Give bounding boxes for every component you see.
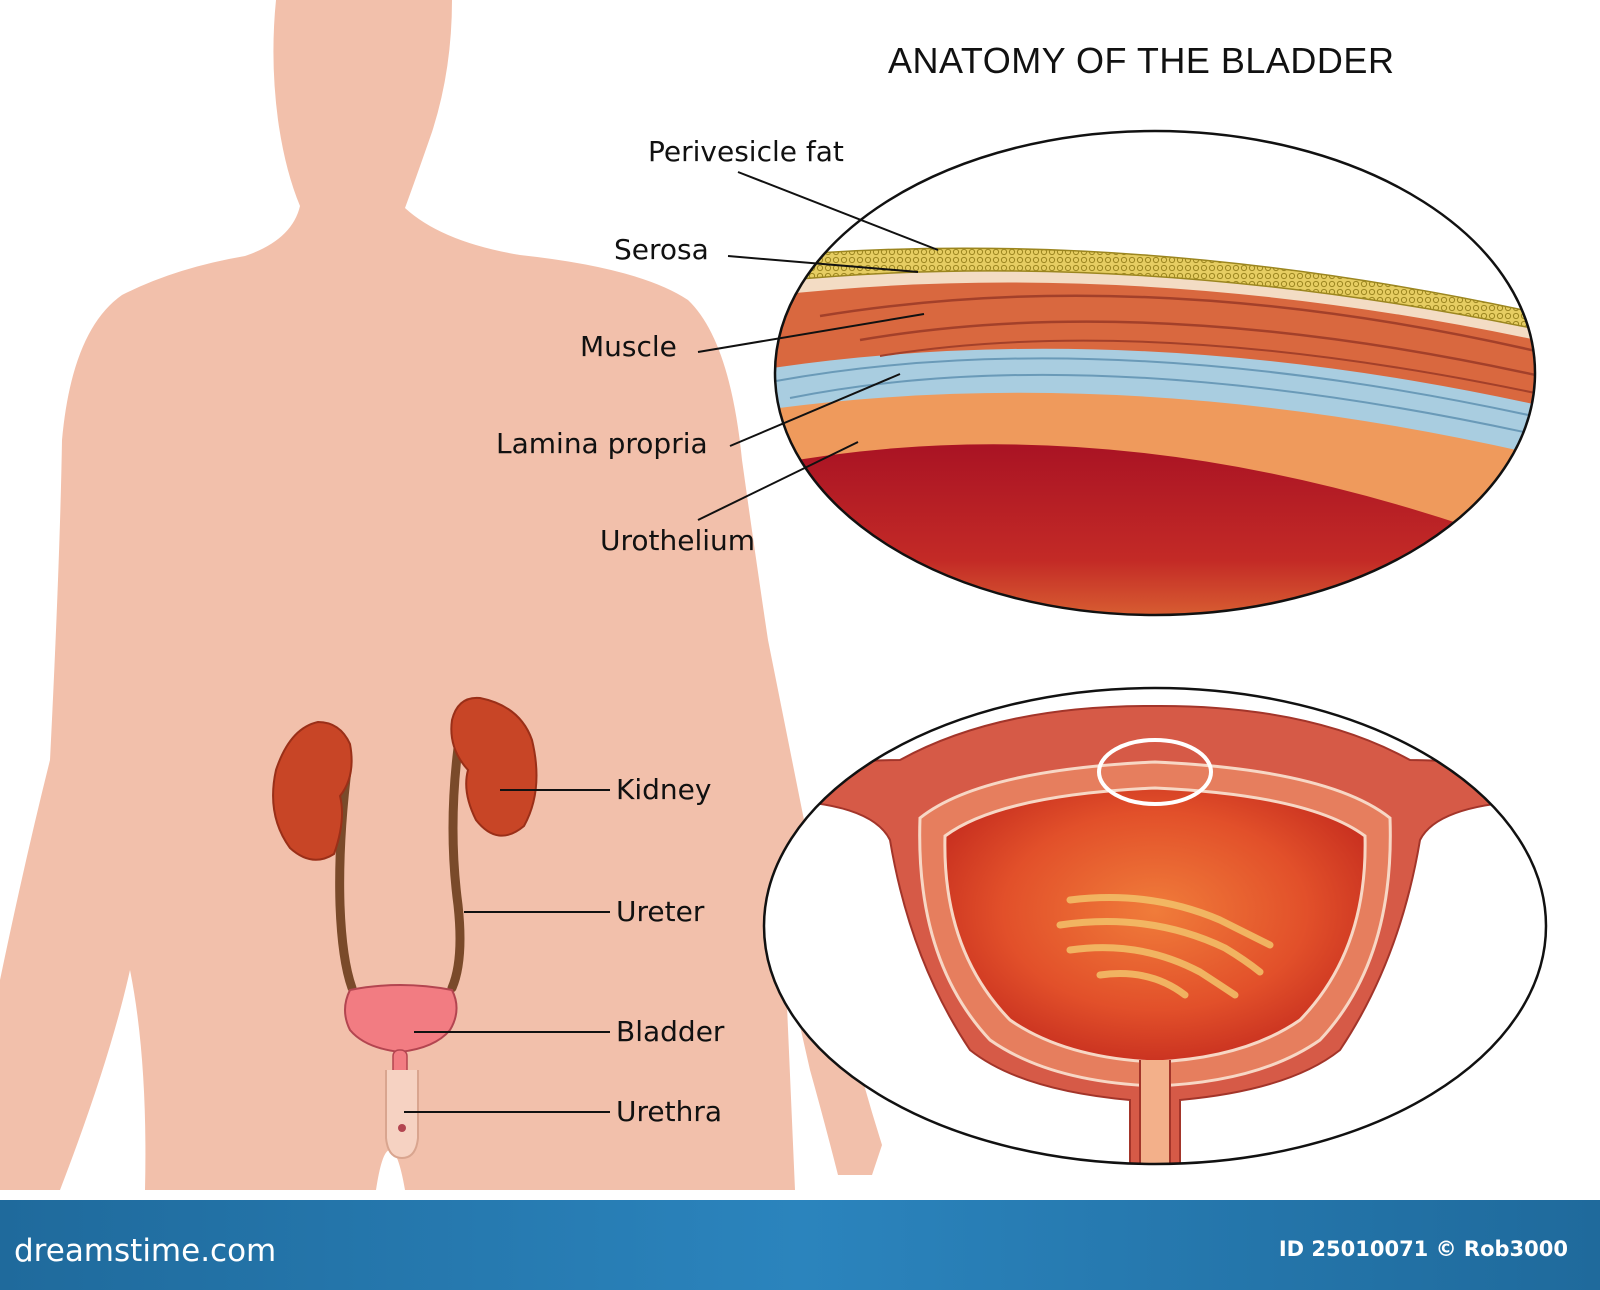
left-kidney <box>272 720 353 861</box>
label-kidney: Kidney <box>616 773 712 806</box>
label-urethra: Urethra <box>616 1095 723 1128</box>
label-urothelium: Urothelium <box>600 524 756 557</box>
label-bladder: Bladder <box>616 1015 725 1048</box>
bladder-wall-detail <box>773 129 1537 617</box>
label-muscle: Muscle <box>580 330 677 363</box>
urethra-opening <box>1139 1060 1171 1164</box>
lamina-propria-layer <box>775 341 1535 460</box>
page-title: ANATOMY OF THE BLADDER <box>888 40 1395 81</box>
urothelium-layer <box>775 383 1535 560</box>
label-lamina-propria: Lamina propria <box>496 427 708 460</box>
right-kidney <box>450 696 538 837</box>
footer-bar <box>0 1200 1600 1290</box>
dome-highlight <box>1097 738 1213 806</box>
urinary-system <box>272 696 538 1160</box>
perivesicle-fat-layer <box>775 247 1535 335</box>
footer-site: dreamstime.com <box>14 1233 277 1269</box>
label-serosa: Serosa <box>614 233 709 266</box>
footer-credit: ID 25010071 © Rob3000 <box>1278 1237 1568 1261</box>
right-ureter <box>447 743 465 993</box>
bladder-cross-section <box>762 686 1548 1166</box>
penis-outline <box>385 1070 419 1160</box>
muscle-layer <box>775 276 1535 410</box>
human-silhouette <box>0 0 882 1190</box>
serosa-layer <box>775 261 1535 345</box>
trigone-folds <box>1056 894 1274 999</box>
left-ureter <box>335 757 357 993</box>
label-perivesicle-fat: Perivesicle fat <box>648 135 844 168</box>
label-ureter: Ureter <box>616 895 705 928</box>
leader-lines <box>404 171 939 1113</box>
bladder-organ <box>344 984 458 1054</box>
